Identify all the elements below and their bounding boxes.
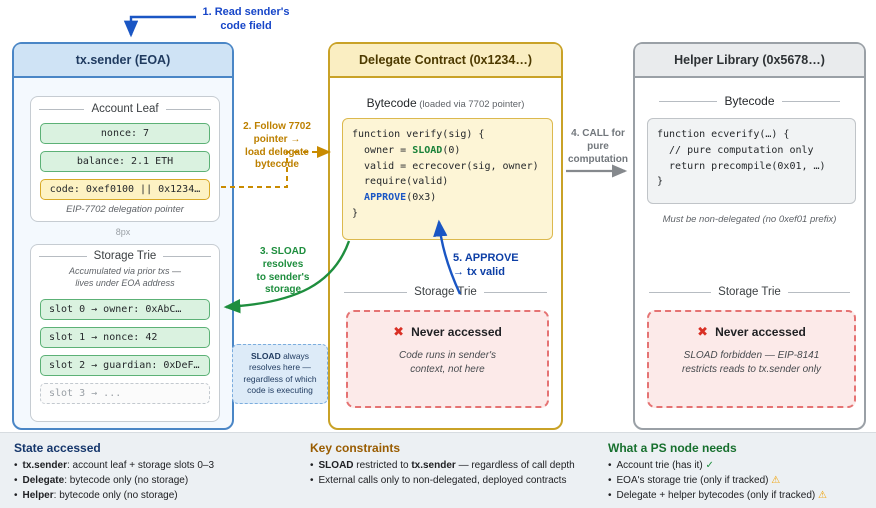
step5-label: 5. APPROVE → tx valid [453,252,519,279]
red-x-icon: ✖ [393,324,405,339]
code-line: function verify(sig) { [352,129,485,140]
never-accessed-label: Never accessed [715,325,806,339]
key-constraints-title: Key constraints [310,441,401,455]
helper-storage-title: Storage Trie [718,286,781,298]
slot-3-pill: slot 3 → ... [40,383,210,404]
spacing-note: 8px [115,227,131,237]
delegate-contract-header: Delegate Contract (0x1234…) [330,44,561,78]
code-line: owner = SLOAD(0) [352,144,461,156]
code-line: APPROVE(0x3) [364,192,437,204]
needs-bullet-bytecodes: •Delegate + helper bytecodes (only if tr… [608,490,827,501]
sload-note-text: always resolves here — regardless of whi… [243,351,317,396]
ps-node-needs-column: What a PS node needs •Account trie (has … [608,441,872,503]
helper-never-accessed-caption: SLOAD forbidden — EIP-8141 restricts rea… [682,350,821,375]
tx-sender-box: tx.sender (EOA) Account Leaf nonce: 7 ba… [12,42,234,430]
delegate-code-block: function verify(sig) { owner = SLOAD(0) … [342,118,553,240]
code-line: // pure computation only [657,144,814,156]
account-leaf-title-row: Account Leaf [39,103,211,115]
sload-keyword: SLOAD [412,144,443,156]
state-bullet-helper: •Helper: bytecode only (no storage) [14,490,178,501]
code-pill: code: 0xef0100 || 0x1234… [40,179,210,200]
state-bullet-txsender: •tx.sender: account leaf + storage slots… [14,460,215,471]
code-line: require(valid) [352,176,449,188]
tx-sender-header: tx.sender (EOA) [14,44,232,78]
never-accessed-label: Never accessed [411,325,502,339]
sload-note: SLOAD always resolves here — regardless … [232,344,328,404]
helper-library-header: Helper Library (0x5678…) [635,44,864,78]
helper-bytecode-title: Bytecode [724,94,775,108]
warning-icon: ⚠ [771,475,781,486]
ps-node-needs-title: What a PS node needs [608,441,737,455]
storage-trie-caption: Accumulated via prior txs — lives under … [68,266,182,288]
helper-caption: Must be non-delegated (no 0xef01 prefix) [662,214,837,225]
code-line: valid = ecrecover(sig, owner) [352,160,539,172]
needs-bullet-account-trie: •Account trie (has it) ✓ [608,460,714,471]
slot-0-pill: slot 0 → owner: 0xAbC… [40,299,210,320]
delegate-storage-divider: Storage Trie [344,286,547,298]
sload-note-bold: SLOAD [250,351,281,361]
key-constraints-column: Key constraints •SLOAD restricted to tx.… [310,441,604,488]
approve-keyword: APPROVE [364,192,407,204]
account-leaf-box: Account Leaf nonce: 7 balance: 2.1 ETH c… [30,96,220,222]
state-bullet-delegate: •Delegate: bytecode only (no storage) [14,475,189,486]
slot-1-pill: slot 1 → nonce: 42 [40,327,210,348]
delegate-storage-title: Storage Trie [414,286,477,298]
red-x-icon: ✖ [697,324,709,339]
storage-trie-title-row: Storage Trie [39,250,211,262]
helper-library-box: Helper Library (0x5678…) Bytecode functi… [633,42,866,430]
delegate-bytecode-title: Bytecode [366,96,417,110]
delegate-bytecode-title-row: Bytecode (loaded via 7702 pointer) [330,94,561,112]
arrow-read-code-field [123,15,196,38]
code-line: } [657,176,664,188]
delegation-pointer-caption: EIP-7702 delegation pointer [66,204,184,215]
code-line: return precompile(0x01, …) [657,160,826,172]
never-accessed-title-row: ✖ Never accessed [657,324,846,340]
constraint-bullet-external-calls: •External calls only to non-delegated, d… [310,475,567,486]
storage-trie-box: Storage Trie Accumulated via prior txs —… [30,244,220,422]
nonce-pill: nonce: 7 [40,123,210,144]
delegate-never-accessed-caption: Code runs in sender's context, not here [399,350,496,375]
helper-bytecode-title-row: Bytecode [659,94,840,108]
step1-label: 1. Read sender's code field [202,6,290,33]
account-leaf-title: Account Leaf [91,103,159,115]
summary-strip: State accessed •tx.sender: account leaf … [0,432,876,508]
step3-label: 3. SLOAD resolves to sender's storage [256,246,310,296]
slot-2-pill: slot 2 → guardian: 0xDeF… [40,355,210,376]
helper-code-block: function ecverify(…) { // pure computati… [647,118,856,204]
delegate-never-accessed-box: ✖ Never accessed Code runs in sender's co… [346,310,549,408]
warning-icon: ⚠ [818,490,827,501]
delegate-contract-box: Delegate Contract (0x1234…) Bytecode (lo… [328,42,563,430]
code-line: function ecverify(…) { [657,129,790,140]
never-accessed-title-row: ✖ Never accessed [356,324,539,340]
code-line: } [352,207,359,219]
check-icon: ✓ [705,460,714,471]
storage-trie-title: Storage Trie [93,250,157,262]
state-accessed-title: State accessed [14,441,101,455]
balance-pill: balance: 2.1 ETH [40,151,210,172]
helper-never-accessed-box: ✖ Never accessed SLOAD forbidden — EIP-81… [647,310,856,408]
step4-label: 4. CALL for pure computation [568,128,628,165]
state-accessed-column: State accessed •tx.sender: account leaf … [14,441,299,503]
delegate-bytecode-subtitle: (loaded via 7702 pointer) [416,99,525,110]
step2-label: 2. Follow 7702 pointer → load delegate b… [243,121,311,171]
needs-bullet-storage-trie: •EOA's storage trie (only if tracked) ⚠ [608,475,781,486]
helper-storage-divider: Storage Trie [649,286,850,298]
constraint-bullet-sload: •SLOAD restricted to tx.sender — regardl… [310,460,575,471]
